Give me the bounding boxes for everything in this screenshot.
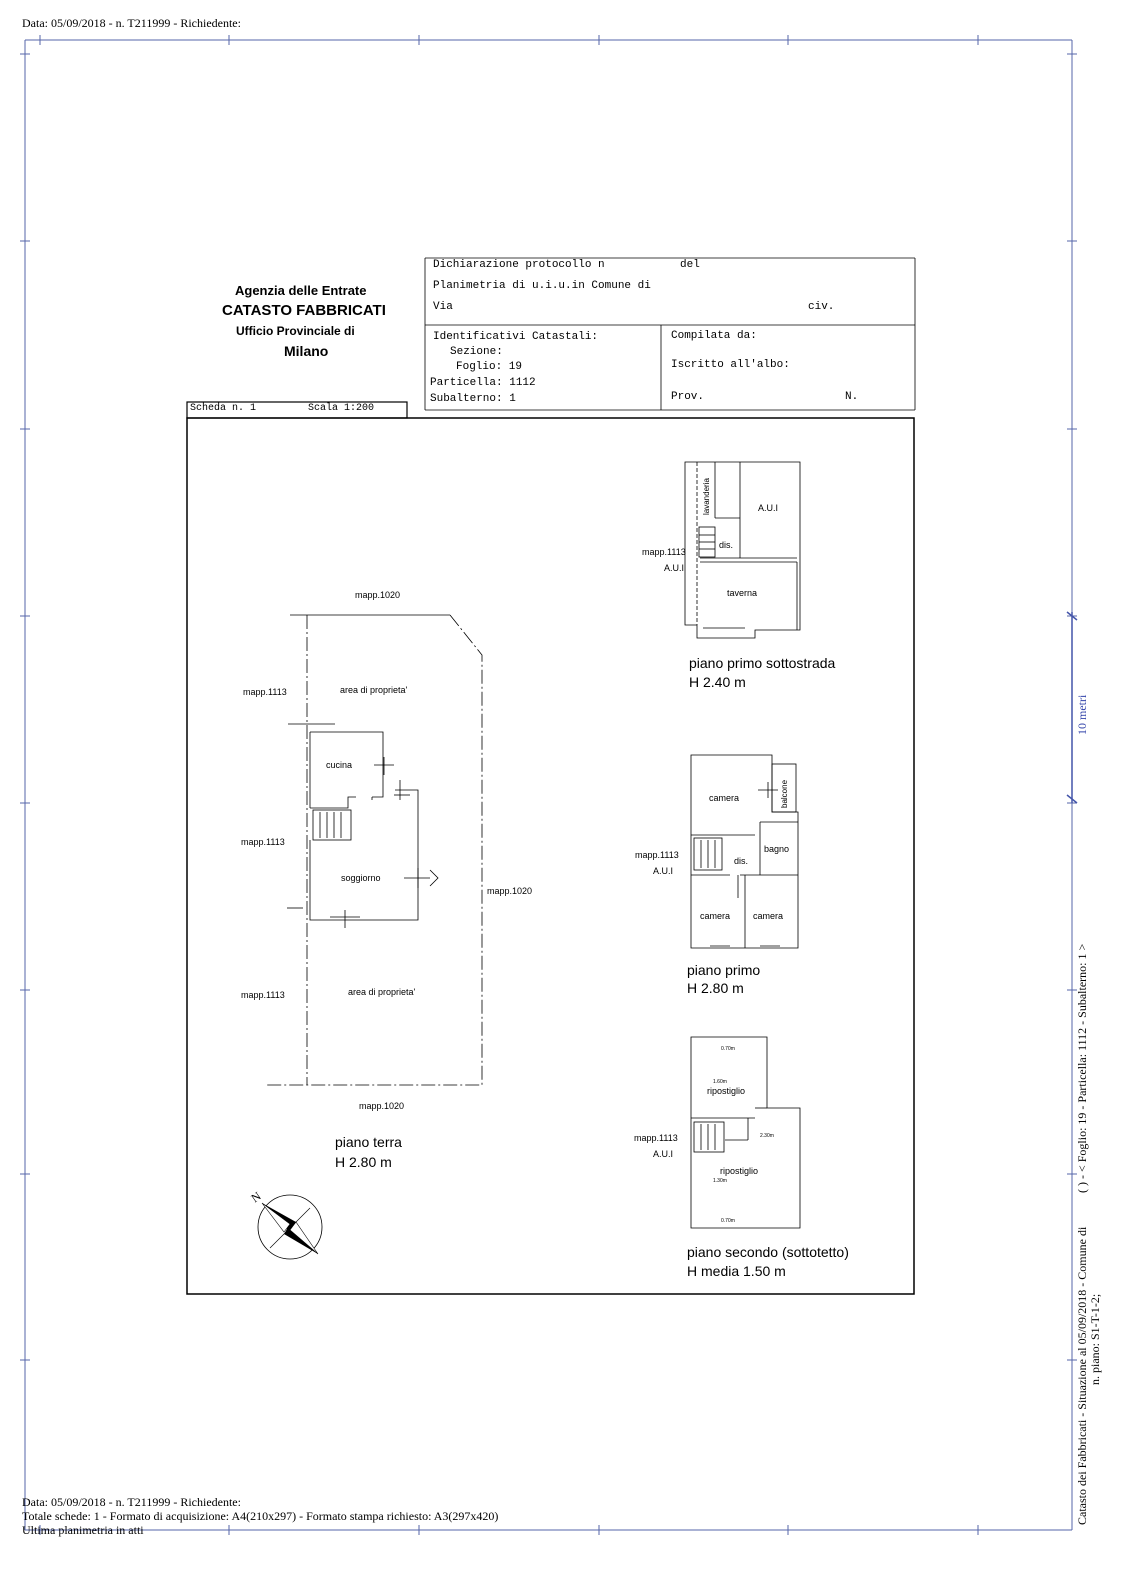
terra-title: piano terra (335, 1134, 402, 1150)
primo-camera1: camera (709, 793, 740, 803)
sottostrada-height: H 2.40 m (689, 674, 746, 690)
form-foglio: Foglio: 19 (456, 361, 523, 373)
compass-icon (257, 1194, 323, 1260)
terra-cucina: cucina (326, 760, 353, 770)
form-dichiarazione: Dichiarazione protocollo n (433, 259, 605, 271)
form-identificativi: Identificativi Catastali: (433, 331, 599, 343)
header-request-info: Data: 05/09/2018 - n. T211999 - Richiede… (22, 16, 241, 30)
form-n: N. (845, 391, 859, 403)
terra-mapp-left1: mapp.1113 (243, 687, 287, 697)
form-box (424, 257, 916, 411)
sottostrada-plan (684, 461, 801, 639)
sottostrada-title: piano primo sottostrada (689, 655, 836, 671)
form-civ: civ. (808, 301, 835, 313)
secondo-aui: A.U.I (653, 1149, 674, 1159)
form-iscritto: Iscritto all'albo: (671, 359, 790, 371)
secondo-dim5: 0.70m (721, 1218, 735, 1224)
catasto-title: CATASTO FABBRICATI (222, 302, 386, 319)
footer-line3: Ultima planimetria in atti (22, 1523, 144, 1537)
form-via: Via (433, 301, 453, 313)
terra-mapp-left2: mapp.1113 (241, 837, 285, 847)
terra-mapp-left3: mapp.1113 (241, 990, 285, 1000)
form-sezione: Sezione: (450, 346, 503, 358)
form-particella: Particella: 1112 (430, 377, 536, 389)
terra-soggiorno: soggiorno (341, 873, 381, 883)
terra-mapp-top: mapp.1020 (355, 590, 401, 600)
primo-title: piano primo (687, 962, 761, 978)
secondo-mapp: mapp.1113 (634, 1133, 678, 1143)
secondo-dim2: 1.60m (713, 1079, 727, 1085)
scale-label: 10 metri (1075, 694, 1089, 735)
form-prov: Prov. (671, 391, 705, 403)
terra-mapp-bottom: mapp.1020 (359, 1101, 405, 1111)
secondo-title: piano secondo (sottotetto) (687, 1244, 849, 1260)
sottostrada-aui-room: A.U.I (758, 503, 779, 513)
primo-dis: dis. (734, 856, 749, 866)
form-compilata: Compilata da: (671, 330, 757, 342)
secondo-dim4: 1.30m (713, 1178, 727, 1184)
secondo-dim3: 2.30m (760, 1133, 774, 1139)
footer-line1: Data: 05/09/2018 - n. T211999 - Richiede… (22, 1495, 241, 1509)
ufficio-city: Milano (284, 343, 329, 359)
terra-height: H 2.80 m (335, 1154, 392, 1170)
primo-camera3: camera (753, 911, 784, 921)
agency-name: Agenzia delle Entrate (235, 283, 367, 298)
scala-label: Scala 1:200 (308, 403, 375, 414)
piano-secondo-plan (690, 1036, 801, 1229)
scheda-label: Scheda n. 1 (190, 403, 257, 414)
plan-box (186, 417, 915, 1295)
form-del: del (680, 259, 700, 271)
terra-area2: area di proprieta' (348, 987, 416, 997)
secondo-ripostiglio2: ripostiglio (720, 1166, 759, 1176)
side-info-line2: n. piano: S1-T-1-2; (1088, 1293, 1102, 1385)
ufficio-label: Ufficio Provinciale di (236, 324, 355, 338)
form-planimetria: Planimetria di u.i.u.in Comune di (433, 280, 651, 292)
secondo-dim1: 0.70m (721, 1046, 735, 1052)
primo-mapp: mapp.1113 (635, 850, 679, 860)
sottostrada-mapp: mapp.1113 (642, 547, 686, 557)
form-subalterno: Subalterno: 1 (430, 393, 516, 405)
terra-mapp-right: mapp.1020 (487, 886, 533, 896)
secondo-ripostiglio1: ripostiglio (707, 1086, 746, 1096)
terra-area1: area di proprieta' (340, 685, 408, 695)
piano-primo-plan (690, 754, 799, 949)
side-info-line1b: ( ) - < Foglio: 19 - Particella: 1112 - … (1075, 943, 1089, 1193)
piano-terra-plan (265, 614, 483, 1086)
primo-height: H 2.80 m (687, 980, 744, 996)
primo-balcone: balcone (780, 779, 789, 808)
sottostrada-dis: dis. (719, 540, 734, 550)
sottostrada-taverna: taverna (727, 588, 758, 598)
scale-bar (1066, 611, 1078, 804)
secondo-height: H media 1.50 m (687, 1263, 786, 1279)
sottostrada-aui: A.U.I (664, 563, 685, 573)
sottostrada-lavanderia: lavanderia (702, 478, 711, 515)
footer-line2: Totale schede: 1 - Formato di acquisizio… (22, 1509, 499, 1523)
primo-aui: A.U.I (653, 866, 674, 876)
primo-camera2: camera (700, 911, 731, 921)
primo-bagno: bagno (764, 844, 790, 854)
